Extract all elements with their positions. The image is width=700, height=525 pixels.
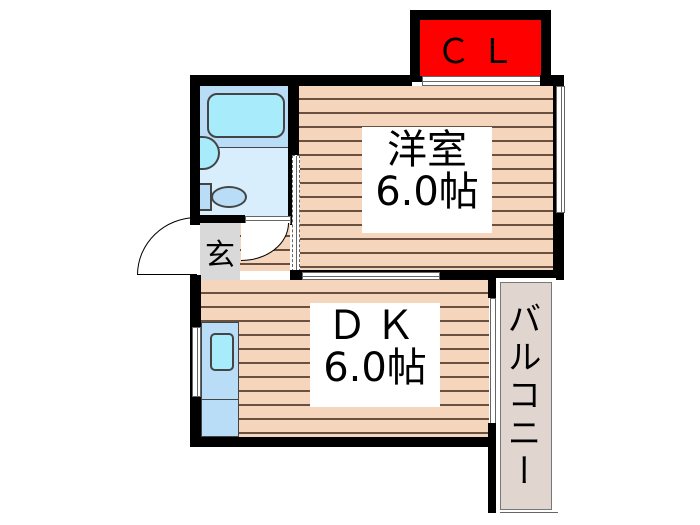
wall-top-left [190,75,412,86]
entrance-label: 玄 [205,238,235,273]
dk-western-sliding-door[interactable] [302,272,440,280]
front-door[interactable] [137,217,197,275]
wall-bath-bottom [190,215,245,223]
closet: ＣＬ [410,10,551,82]
wall-dk-bottom [190,437,500,447]
kitchen-divider [202,399,238,400]
balcony: バルコニー [496,278,556,514]
closet-interior: ＣＬ [420,20,541,76]
dk-name: ＤＫ [327,303,423,349]
western-room-window[interactable] [556,86,565,213]
western-room-name: 洋室 [387,127,467,173]
bathroom [200,86,288,216]
wall-top-right [540,75,563,86]
dk-label: ＤＫ 6.0帖 [310,303,440,407]
entrance: 玄 [200,223,240,281]
wall-left-bath [190,75,200,225]
balcony-label: バルコニー [501,301,541,491]
western-room-size: 6.0帖 [375,169,479,215]
bathtub [207,93,285,138]
dk-left-window[interactable] [192,327,201,397]
closet-label: ＣＬ [436,31,525,72]
closet-sliding-door[interactable] [422,76,542,86]
wall-dk-right-top [488,280,500,298]
balcony-rail [500,512,558,513]
kitchen-counter [201,322,239,437]
western-room-label: 洋室 6.0帖 [362,127,492,233]
kitchen-sink [210,333,234,371]
toilet-bowl [211,186,247,208]
wall-bath-right [288,75,299,225]
western-room-sliding-door[interactable] [292,155,300,272]
dk-size: 6.0帖 [323,345,427,391]
wall-dk-right-bottom [488,423,500,513]
